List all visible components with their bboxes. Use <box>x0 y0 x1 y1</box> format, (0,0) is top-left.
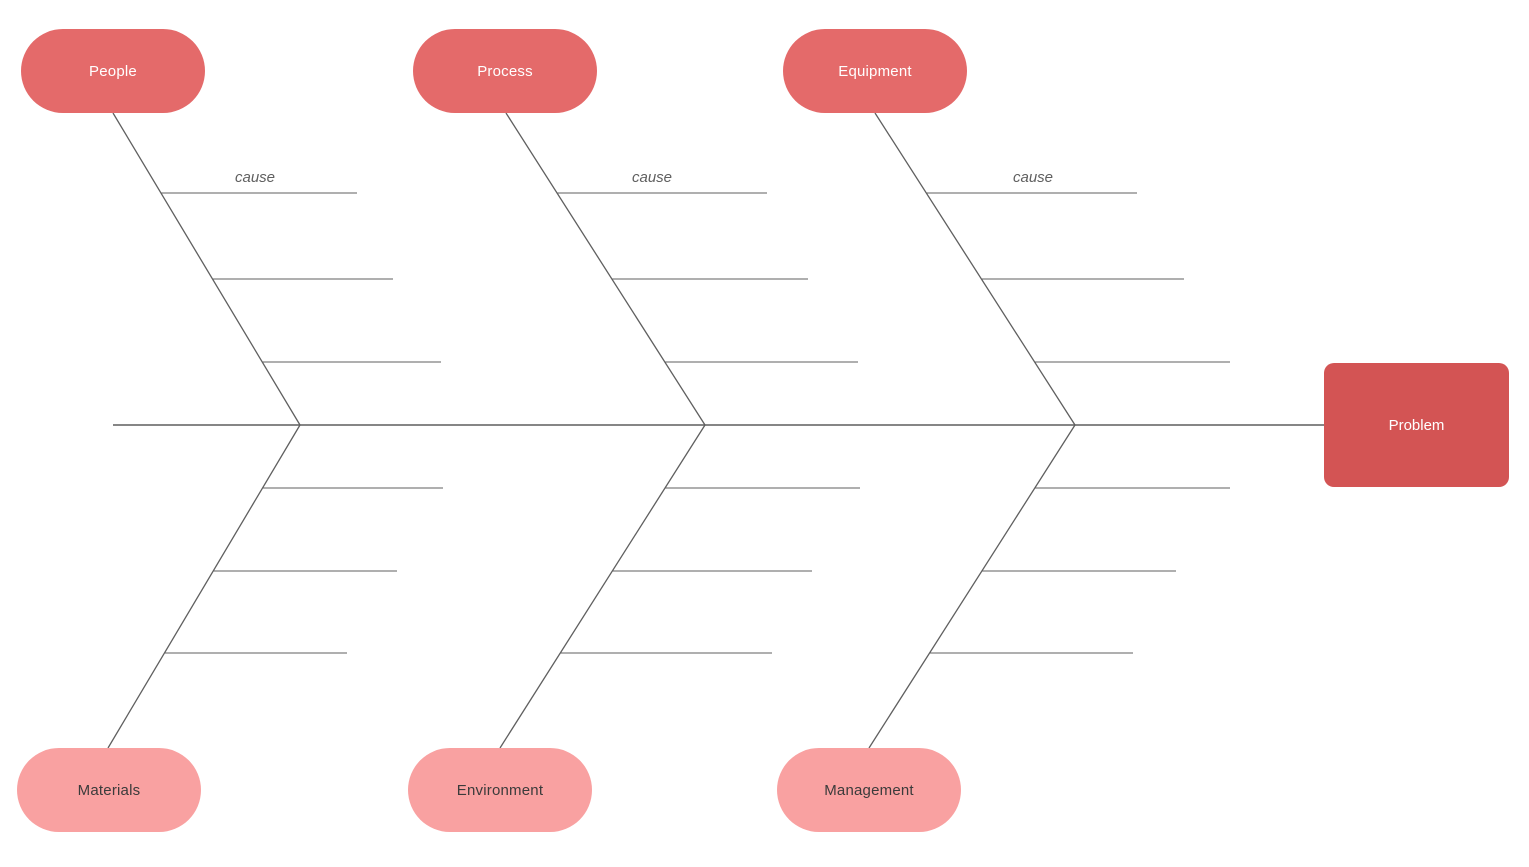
equipment-diagonal-line <box>874 112 1076 426</box>
category-pill-materials-label: Materials <box>77 781 141 799</box>
category-pill-process-label: Process <box>477 62 533 80</box>
problem-box[interactable]: Problem <box>1324 363 1509 487</box>
cause-label-people: cause <box>234 169 276 186</box>
category-pill-people[interactable]: People <box>21 29 205 113</box>
category-pill-management[interactable]: Management <box>777 748 961 832</box>
category-pill-equipment-label: Equipment <box>838 62 912 80</box>
cause-label-equipment: cause <box>1012 169 1054 186</box>
environment-diagonal-line <box>499 424 706 749</box>
category-pill-management-label: Management <box>824 781 914 799</box>
process-diagonal-line <box>505 112 706 426</box>
cause-label-process: cause <box>631 169 673 186</box>
management-diagonal-line <box>868 424 1076 749</box>
category-pill-environment-label: Environment <box>456 781 544 799</box>
category-pill-process[interactable]: Process <box>413 29 597 113</box>
problem-box-label: Problem <box>1388 416 1445 434</box>
category-pill-environment[interactable]: Environment <box>408 748 592 832</box>
people-diagonal-line <box>112 112 301 426</box>
category-pill-people-label: People <box>89 62 137 80</box>
materials-diagonal-line <box>107 424 301 749</box>
category-pill-equipment[interactable]: Equipment <box>783 29 967 113</box>
category-pill-materials[interactable]: Materials <box>17 748 201 832</box>
